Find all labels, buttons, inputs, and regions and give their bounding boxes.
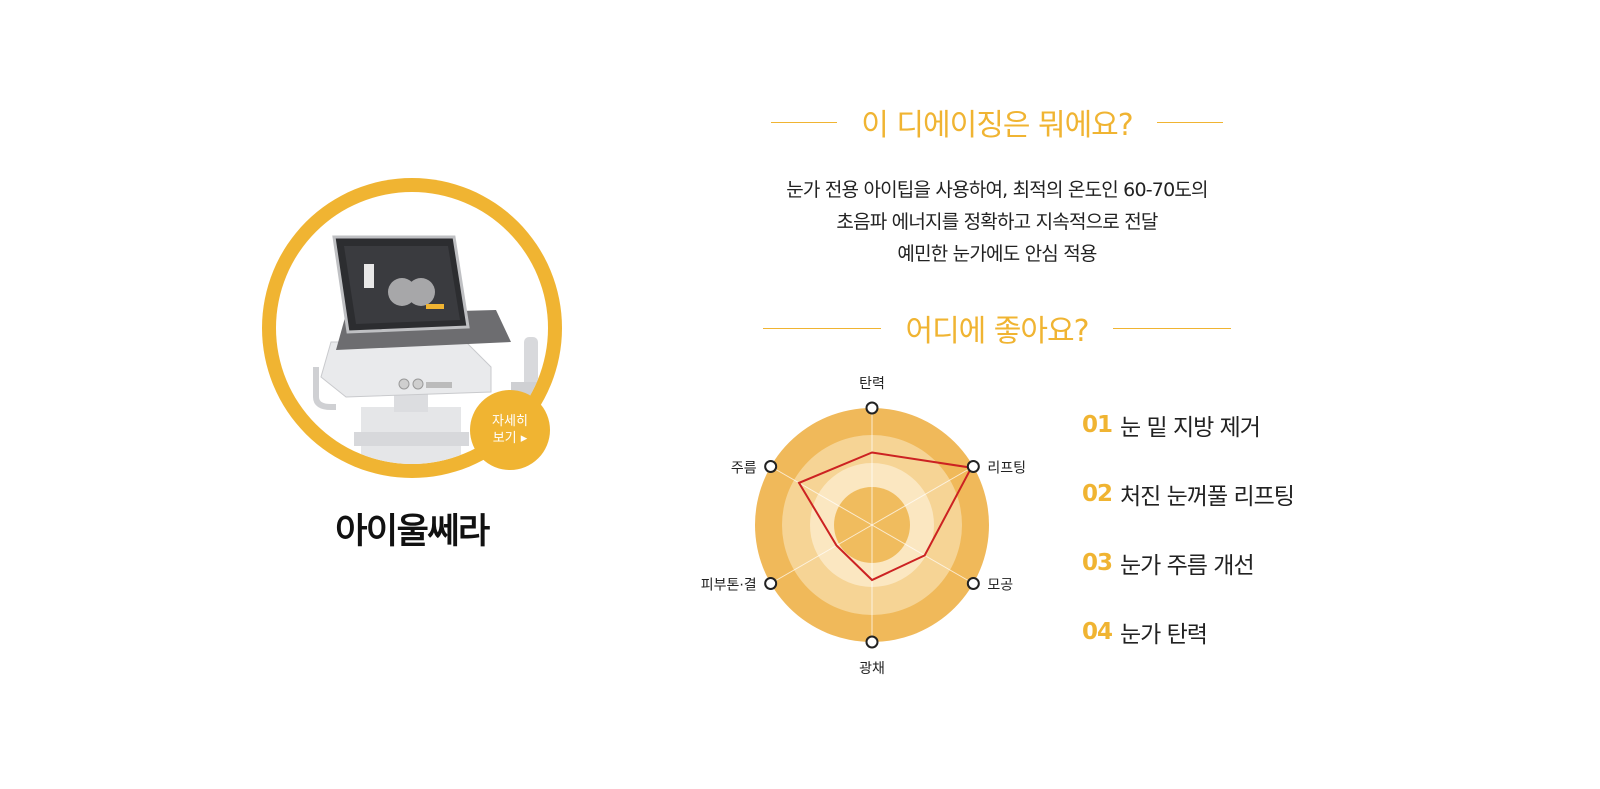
radar-axis-label: 리프팅 [987,461,1026,477]
title-line-left [771,121,838,123]
benefit-number: 01 [1082,412,1113,438]
product-image [276,192,548,464]
radar-axis-marker [764,577,778,590]
section-title-what-text: 이 디에이징은 뭐에요? [861,108,1133,143]
radar-spoke [770,466,873,526]
radar-spoke [871,524,974,584]
play-triangle-icon: ▸ [520,431,528,446]
radar-axis-marker [966,460,980,473]
benefit-item: 03 눈가 주름 개선 [1082,546,1382,580]
radar-axis-label: 광채 [859,661,885,677]
benefit-number: 02 [1082,481,1113,507]
benefit-text: 눈가 주름 개선 [1120,553,1255,579]
product-visual: 자세히 보기 ▸ [262,178,562,478]
radar-axis-marker [764,460,778,473]
benefit-item: 01 눈 밑 지방 제거 [1082,408,1382,442]
detail-button-label-1: 자세히 [492,414,528,429]
benefit-item: 02 처진 눈꺼풀 리프팅 [1082,477,1382,511]
radar-axis-marker [865,635,879,649]
benefit-text: 눈 밑 지방 제거 [1120,415,1261,441]
benefit-list: 01 눈 밑 지방 제거 02 처진 눈꺼풀 리프팅 03 눈가 주름 개선 0… [1082,408,1382,684]
title-line-left [763,327,882,329]
description-line: 예민한 눈가에도 안심 적용 [897,243,1097,265]
radar-axis-label: 주름 [731,461,757,477]
radar-spoke [770,524,873,584]
radar-axis-marker [865,401,879,415]
benefit-number: 04 [1082,619,1113,645]
radar-axis-marker [966,577,980,590]
section-title-what: 이 디에이징은 뭐에요? [756,102,1238,143]
radar-axis-label: 모공 [987,578,1013,594]
description: 눈가 전용 아이팁을 사용하여, 최적의 온도인 60-70도의 초음파 에너지… [700,174,1294,270]
radar-axis-label: 피부톤·결 [701,578,757,594]
product-name: 아이울쎄라 [335,512,490,552]
detail-button[interactable]: 자세히 보기 ▸ [470,390,550,470]
benefit-text: 처진 눈꺼풀 리프팅 [1120,484,1295,510]
detail-button-label-2: 보기 ▸ [492,431,528,446]
ultrasound-device-image [313,235,541,464]
section-title-where: 어디에 좋아요? [756,308,1238,349]
title-line-right [1156,121,1223,123]
radar-axis-label: 탄력 [859,376,885,392]
section-title-where-text: 어디에 좋아요? [905,314,1089,349]
benefit-item: 04 눈가 탄력 [1082,615,1382,649]
description-line: 눈가 전용 아이팁을 사용하여, 최적의 온도인 60-70도의 [786,179,1208,201]
description-line: 초음파 에너지를 정확하고 지속적으로 전달 [836,211,1158,233]
radar-spoke [871,466,974,526]
benefit-number: 03 [1082,550,1113,576]
title-line-right [1112,327,1231,329]
benefit-text: 눈가 탄력 [1120,622,1208,648]
